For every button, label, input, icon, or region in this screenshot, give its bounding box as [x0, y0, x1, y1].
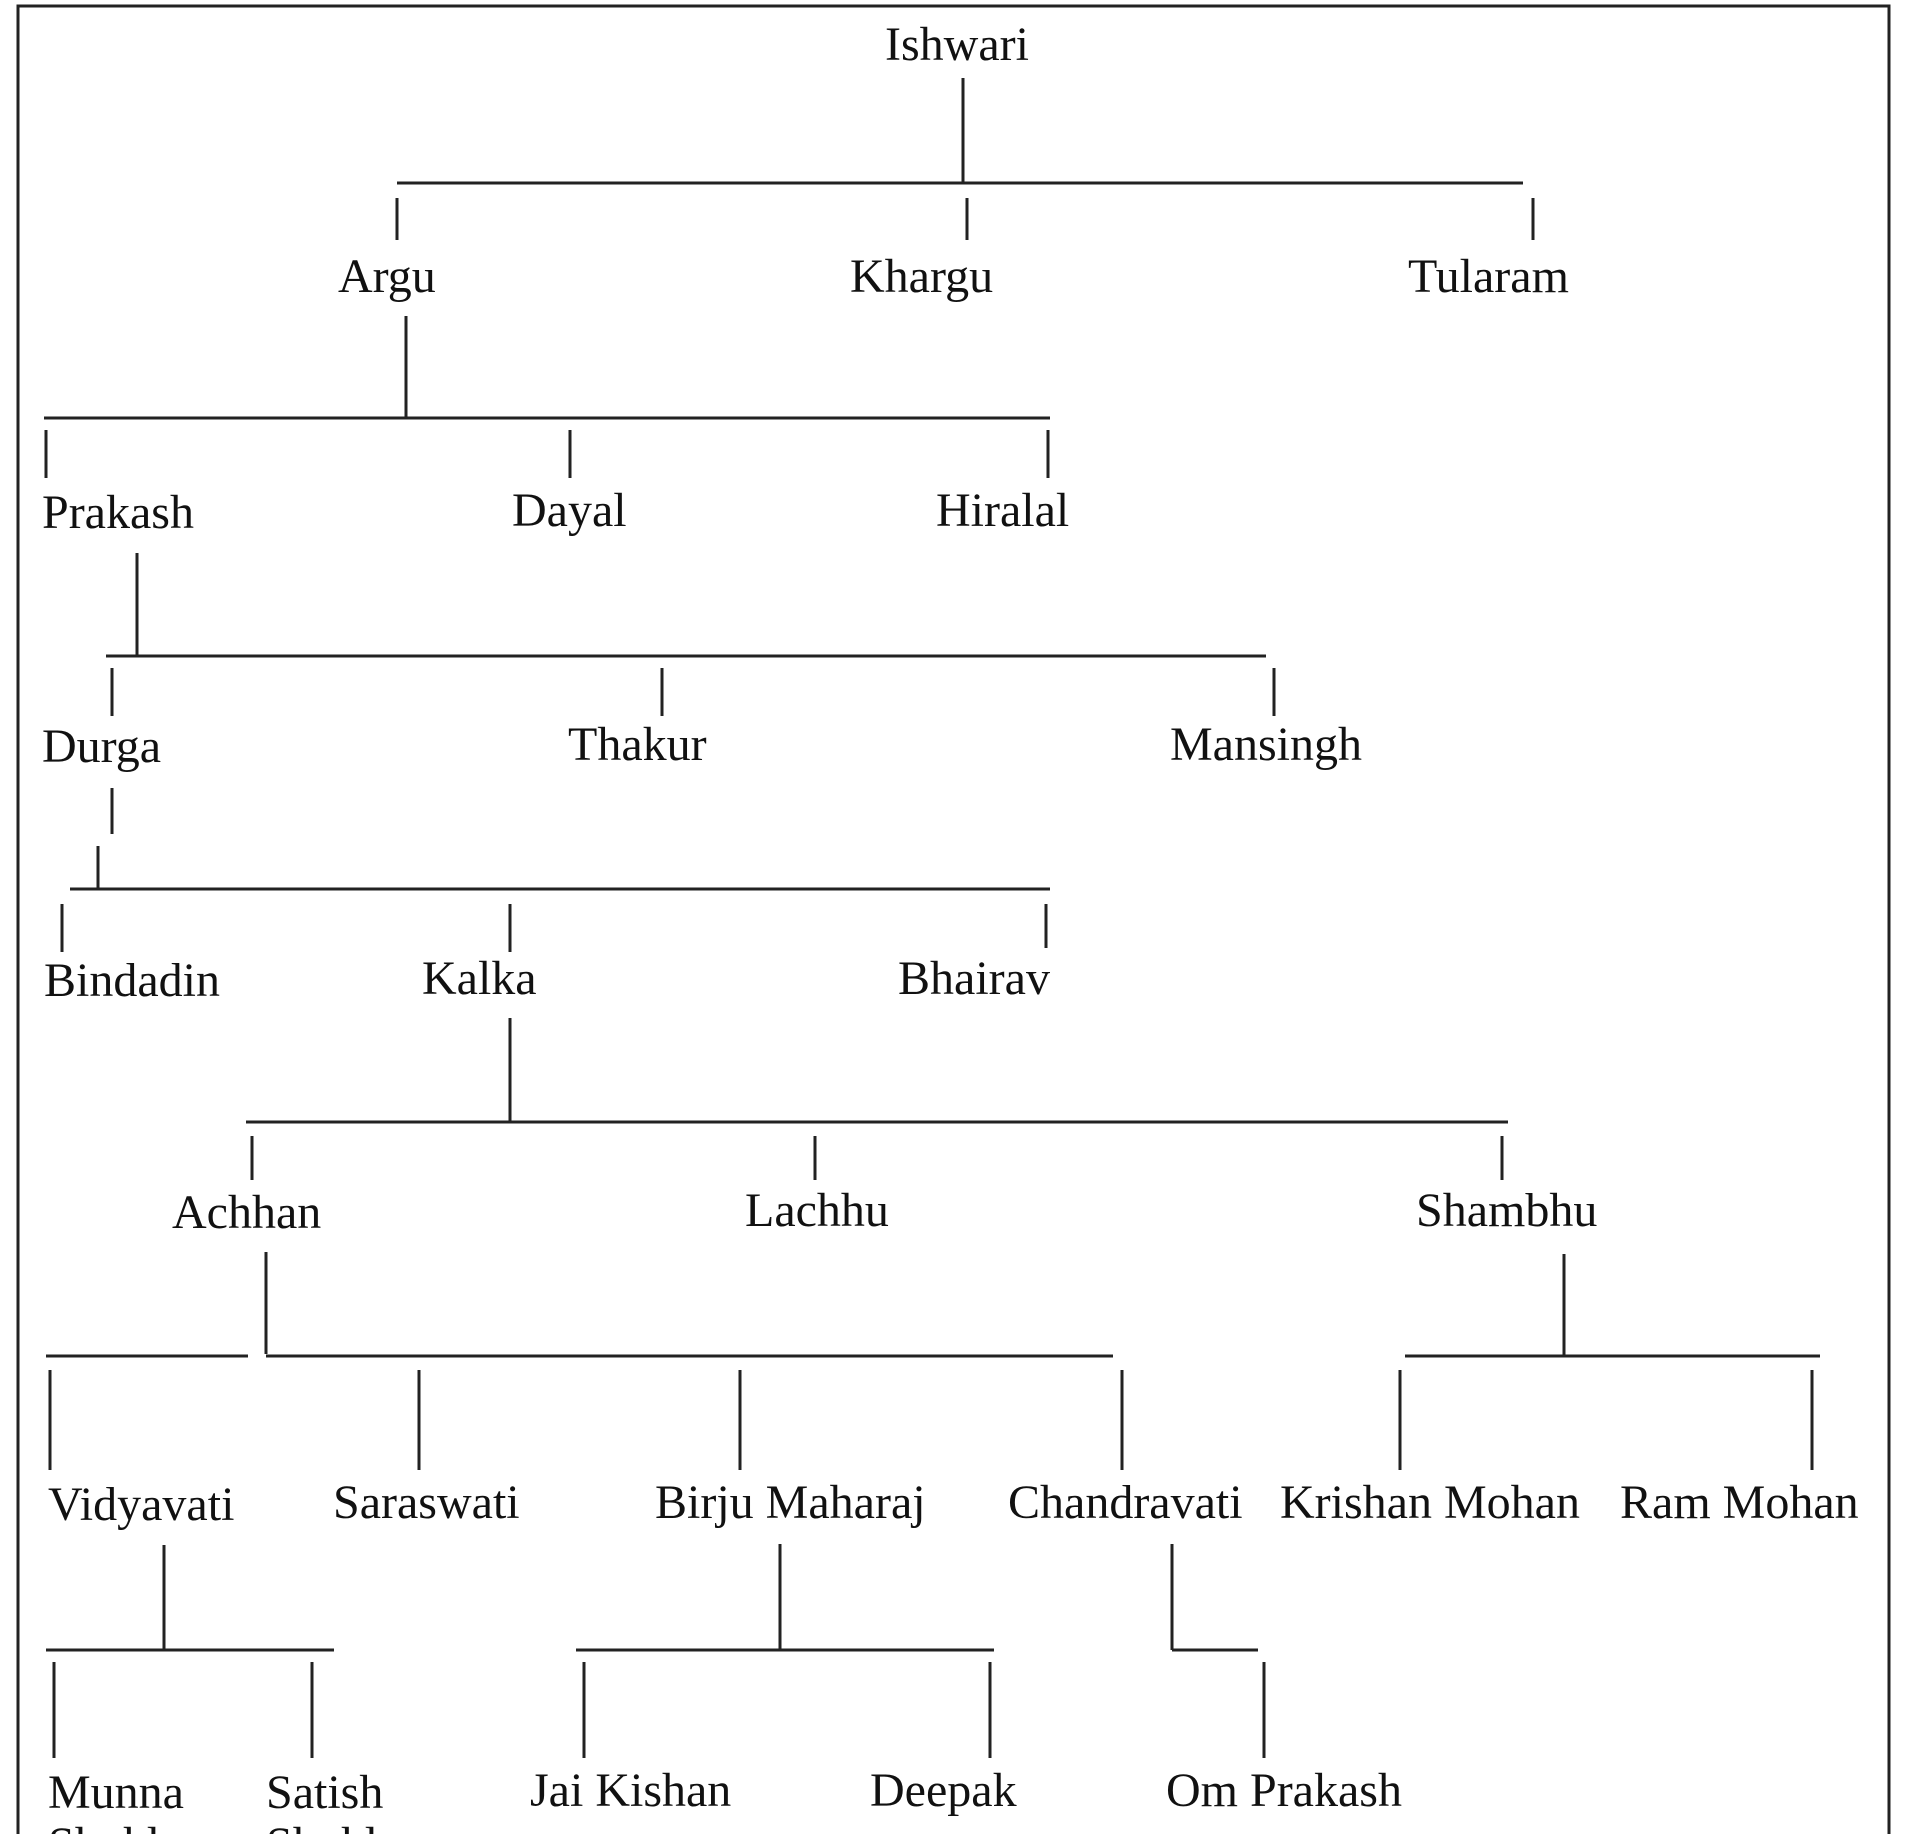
node-tularam: Tularam: [1408, 250, 1569, 303]
node-vidyavati: Vidyavati: [48, 1478, 234, 1531]
node-prakash: Prakash: [42, 486, 194, 539]
node-lachhu: Lachhu: [745, 1184, 889, 1237]
node-krishan-mohan: Krishan Mohan: [1280, 1476, 1580, 1529]
node-kalka: Kalka: [422, 952, 537, 1005]
node-mansingh: Mansingh: [1170, 718, 1362, 771]
node-chandravati: Chandravati: [1008, 1476, 1243, 1529]
node-achhan: Achhan: [172, 1186, 321, 1239]
node-birju-maharaj: Birju Maharaj: [655, 1476, 926, 1529]
node-durga: Durga: [42, 720, 161, 773]
connector-lines: [44, 78, 1820, 1758]
node-argu: Argu: [338, 250, 436, 303]
node-satish-shukla: SatishShukla: [266, 1766, 399, 1834]
node-ram-mohan: Ram Mohan: [1620, 1476, 1859, 1529]
node-thakur: Thakur: [568, 718, 707, 771]
node-jai-kishan: Jai Kishan: [530, 1764, 731, 1817]
node-saraswati: Saraswati: [333, 1476, 520, 1529]
node-munna-shukla: MunnaShukla: [48, 1766, 184, 1834]
node-hiralal: Hiralal: [936, 484, 1069, 537]
node-om-prakash: Om Prakash: [1166, 1764, 1402, 1817]
node-dayal: Dayal: [512, 484, 627, 537]
node-bhairav: Bhairav: [898, 952, 1050, 1005]
node-ishwari: Ishwari: [885, 18, 1029, 71]
node-deepak: Deepak: [870, 1764, 1017, 1817]
diagram-frame: [16, 4, 1891, 1834]
node-shambhu: Shambhu: [1416, 1184, 1597, 1237]
node-bindadin: Bindadin: [44, 954, 220, 1007]
node-khargu: Khargu: [850, 250, 993, 303]
node-labels: Ishwari Argu Khargu Tularam Prakash Daya…: [42, 18, 1859, 1834]
